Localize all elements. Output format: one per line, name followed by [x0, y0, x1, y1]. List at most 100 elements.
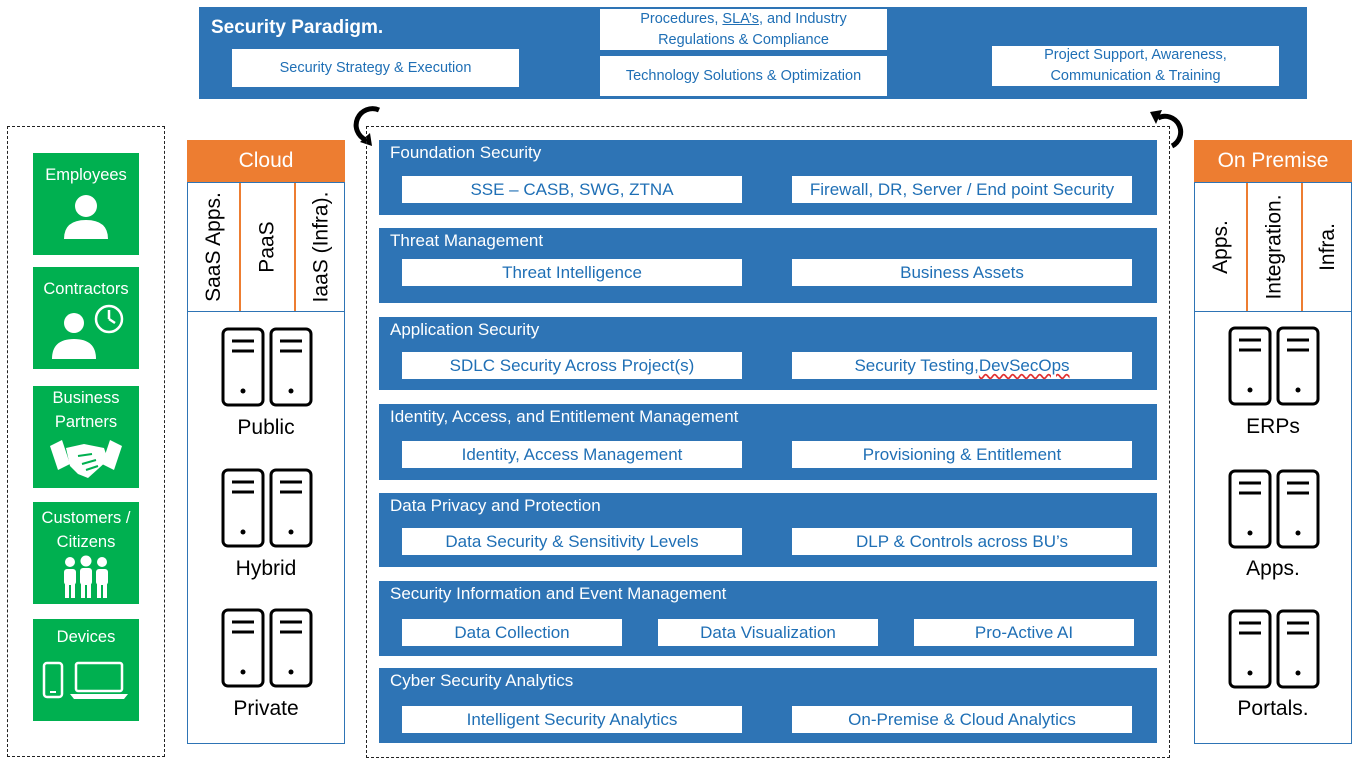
- entity-label-2: Citizens: [56, 533, 116, 551]
- paradigm-support-line2: Communication & Training: [1050, 68, 1221, 84]
- paradigm-strategy-label: Security Strategy & Execution: [279, 59, 472, 76]
- paradigm-procedures-line1: Procedures, SLA’s, and Industry: [640, 9, 847, 30]
- layer-title: Identity, Access, and Entitlement Manage…: [390, 407, 739, 426]
- paradigm-strategy-box: Security Strategy & Execution: [232, 49, 519, 87]
- environment-label: Portals.: [1237, 697, 1309, 720]
- layer-item: SSE – CASB, SWG, ZTNA: [402, 176, 742, 203]
- cloud-title: Cloud: [238, 149, 294, 172]
- service-label: IaaS (Infra).: [309, 191, 333, 303]
- cloud-panel: SaaS Apps. PaaS IaaS (Infra).: [187, 182, 345, 744]
- layer-title: Security Information and Event Managemen…: [390, 584, 727, 603]
- procedures-prefix: Procedures,: [640, 10, 723, 27]
- paradigm-procedures-line2: Regulations & Compliance: [658, 31, 829, 48]
- environment-label: Apps.: [1246, 557, 1300, 580]
- service-label: Infra.: [1315, 223, 1339, 271]
- layer-item: Provisioning & Entitlement: [792, 441, 1132, 468]
- layer-item: On-Premise & Cloud Analytics: [792, 706, 1132, 733]
- layer-title: Foundation Security: [390, 143, 542, 162]
- layer-item: Firewall, DR, Server / End point Securit…: [792, 176, 1132, 203]
- entity-tile-contractors: Contractors: [33, 267, 139, 369]
- cloud-divider: [188, 311, 344, 312]
- cloud-service-divider: [239, 183, 241, 311]
- server-icon: [1228, 469, 1320, 551]
- layer-title: Application Security: [390, 320, 540, 339]
- entity-label-1: Business: [52, 389, 120, 407]
- layer-item: DLP & Controls across BU’s: [792, 528, 1132, 555]
- layer-item: Identity, Access Management: [402, 441, 742, 468]
- layer-item-text: Security Testing,: [854, 355, 979, 375]
- paradigm-title: Security Paradigm.: [211, 17, 384, 38]
- server-icon: [221, 327, 313, 409]
- entity-label: Devices: [56, 628, 116, 646]
- environment-label: Hybrid: [235, 557, 297, 580]
- entities-container: [7, 126, 165, 757]
- entity-label-1: Customers /: [41, 509, 131, 527]
- layer-item: Data Collection: [402, 619, 622, 646]
- paradigm-technology-label: Technology Solutions & Optimization: [625, 67, 862, 84]
- cloud-header: Cloud: [187, 140, 345, 182]
- on-premise-title: On Premise: [1217, 149, 1329, 172]
- paradigm-support-box: Project Support, Awareness, Communicatio…: [992, 46, 1279, 86]
- devices-icon: [42, 661, 128, 699]
- paradigm-support-line1: Project Support, Awareness,: [1044, 47, 1227, 63]
- layer-item: Pro-Active AI: [914, 619, 1134, 646]
- on-premise-service-integration: Integration.: [1248, 183, 1301, 311]
- on-premise-service-divider: [1246, 183, 1248, 311]
- service-label: Apps.: [1208, 220, 1232, 274]
- cycle-arrow-right-icon: [1150, 110, 1184, 149]
- layer-threat-management: Threat Management Threat Intelligence Bu…: [379, 228, 1157, 303]
- layer-item-security-testing: Security Testing, DevSecOps: [792, 352, 1132, 379]
- layer-item: SDLC Security Across Project(s): [402, 352, 742, 379]
- server-icon: [221, 468, 313, 550]
- layer-title: Threat Management: [390, 231, 544, 250]
- server-icon: [1228, 609, 1320, 691]
- entity-tile-employees: Employees: [33, 153, 139, 255]
- layer-foundation-security: Foundation Security SSE – CASB, SWG, ZTN…: [379, 140, 1157, 215]
- on-premise-panel: Apps. Integration. Infra.: [1194, 182, 1352, 744]
- server-icon: [1228, 326, 1320, 408]
- server-icon: [221, 608, 313, 690]
- cloud-service-iaas: IaaS (Infra).: [296, 183, 346, 311]
- layer-siem: Security Information and Event Managemen…: [379, 581, 1157, 656]
- person-icon: [64, 195, 108, 239]
- on-premise-divider: [1195, 311, 1351, 312]
- on-premise-service-apps: Apps.: [1195, 183, 1246, 311]
- layer-item: Business Assets: [792, 259, 1132, 286]
- environment-label: ERPs: [1246, 415, 1300, 438]
- entity-tile-devices: Devices: [33, 619, 139, 721]
- layer-item: Data Security & Sensitivity Levels: [402, 528, 742, 555]
- layer-title: Cyber Security Analytics: [390, 671, 574, 690]
- layer-identity-access-entitlement: Identity, Access, and Entitlement Manage…: [379, 404, 1157, 480]
- cloud-service-divider: [294, 183, 296, 311]
- on-premise-service-infra: Infra.: [1303, 183, 1353, 311]
- paradigm-technology-box: Technology Solutions & Optimization: [600, 56, 887, 96]
- layer-item: Intelligent Security Analytics: [402, 706, 742, 733]
- entity-tile-customers-citizens: Customers / Citizens: [33, 502, 139, 604]
- procedures-mid: , and Industry: [758, 10, 847, 27]
- person-clock-icon: [52, 304, 124, 359]
- procedures-sla: SLA’s: [722, 10, 759, 27]
- layer-item-devsecops: DevSecOps: [978, 355, 1070, 375]
- layer-application-security: Application Security SDLC Security Acros…: [379, 317, 1157, 390]
- layer-title: Data Privacy and Protection: [390, 496, 601, 515]
- cloud-service-paas: PaaS: [241, 183, 294, 311]
- people-group-icon: [64, 555, 108, 598]
- service-label: SaaS Apps.: [201, 192, 225, 302]
- entity-label: Contractors: [43, 280, 129, 298]
- environment-label: Public: [237, 416, 295, 439]
- service-label: Integration.: [1262, 194, 1286, 300]
- security-layers-container: [366, 126, 1170, 758]
- environment-label: Private: [233, 697, 299, 720]
- entity-label-2: Partners: [54, 413, 118, 431]
- layer-cyber-security-analytics: Cyber Security Analytics Intelligent Sec…: [379, 668, 1157, 743]
- layer-data-privacy-protection: Data Privacy and Protection Data Securit…: [379, 493, 1157, 567]
- paradigm-procedures-box: Procedures, SLA’s, and Industry Regulati…: [600, 9, 887, 50]
- layer-item: Data Visualization: [658, 619, 878, 646]
- handshake-icon: [50, 440, 122, 478]
- layer-item: Threat Intelligence: [402, 259, 742, 286]
- on-premise-service-divider: [1301, 183, 1303, 311]
- on-premise-header: On Premise: [1194, 140, 1352, 182]
- entity-label: Employees: [45, 166, 127, 184]
- cloud-service-saas: SaaS Apps.: [188, 183, 239, 311]
- service-label: PaaS: [255, 221, 279, 273]
